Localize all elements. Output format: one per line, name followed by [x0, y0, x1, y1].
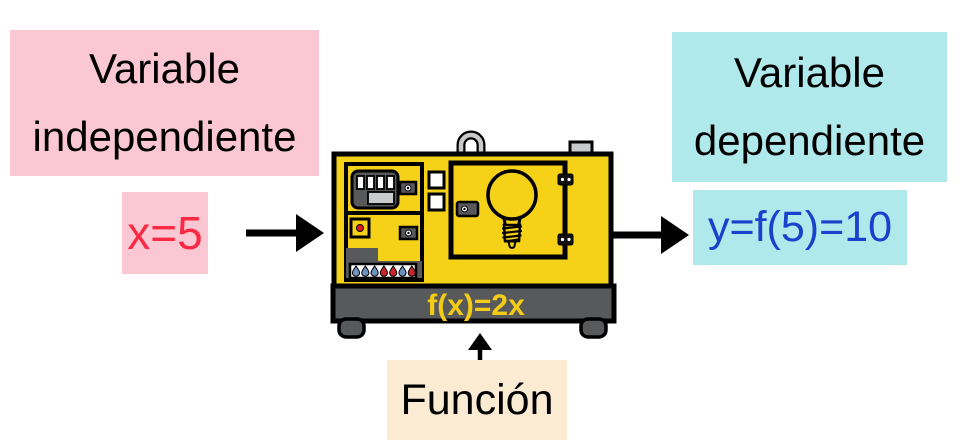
- dependent-variable-line2: dependiente: [693, 117, 926, 164]
- machine-foot-left: [337, 317, 366, 339]
- door-hinge-top-icon: [557, 173, 574, 186]
- door-hinge-bottom-icon: [557, 233, 574, 246]
- independent-variable-label: Variable independiente: [10, 30, 319, 176]
- function-label: Función: [387, 360, 567, 440]
- light-bulb-icon: [486, 169, 538, 249]
- arrow-right-output-icon: [611, 216, 689, 254]
- independent-variable-line2: independiente: [32, 113, 297, 160]
- door-handle-icon: [455, 200, 480, 218]
- control-panel-icon: [344, 162, 424, 282]
- independent-variable-line1: Variable: [89, 44, 240, 92]
- independent-value: x=5: [122, 192, 208, 274]
- dependent-variable-label: Variable dependiente: [672, 32, 947, 182]
- side-button-top-icon: [398, 180, 418, 196]
- machine-foot-right: [579, 317, 608, 339]
- access-door: [448, 160, 574, 260]
- function-machine: f(x)=2x: [330, 130, 617, 339]
- lifting-hook-icon: [456, 130, 486, 155]
- side-button-bottom-icon: [398, 225, 419, 241]
- dependent-value: y=f(5)=10: [693, 190, 907, 265]
- machine-base: [330, 283, 617, 324]
- power-button-icon: [349, 217, 371, 239]
- dependent-variable-line1: Variable: [734, 48, 885, 96]
- arrow-right-input-icon: [246, 214, 324, 252]
- machine-formula: f(x)=2x: [427, 289, 525, 322]
- vent-slots-icon: [427, 170, 446, 212]
- indicator-drops-icon: [348, 262, 418, 280]
